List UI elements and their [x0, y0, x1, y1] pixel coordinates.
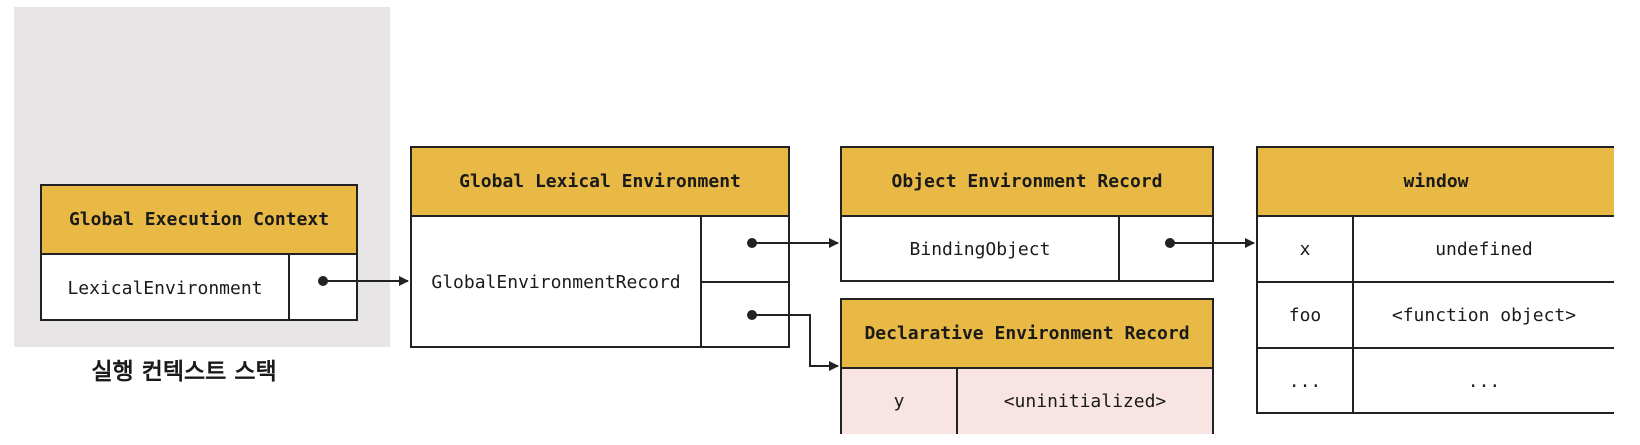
cell-divider — [1352, 217, 1354, 414]
window-key-ellipsis: ... — [1288, 370, 1322, 392]
row-divider — [1258, 347, 1614, 349]
window-title: window — [1258, 148, 1614, 217]
cell-divider — [288, 255, 290, 321]
global-lexical-environment: Global Lexical Environment GlobalEnviron… — [410, 146, 790, 348]
declarative-value-y: <uninitialized> — [1003, 391, 1167, 412]
window-key-x: x — [1299, 238, 1311, 260]
global-lexical-environment-title: Global Lexical Environment — [412, 148, 788, 217]
declarative-key-y: y — [893, 391, 905, 412]
window-value-x: undefined — [1435, 238, 1533, 260]
arrow-lexical-environment — [318, 276, 409, 286]
declarative-environment-record-title: Declarative Environment Record — [842, 300, 1212, 369]
declarative-environment-record: Declarative Environment Record y <uninit… — [840, 298, 1214, 434]
cell-divider — [702, 281, 788, 283]
global-execution-context: Global Execution Context LexicalEnvironm… — [40, 184, 358, 321]
window-value-foo: <function object> — [1391, 304, 1577, 326]
object-environment-record-title: Object Environment Record — [842, 148, 1212, 217]
lexical-environment-field: LexicalEnvironment — [67, 277, 263, 299]
window-key-foo: foo — [1288, 304, 1322, 326]
object-environment-record: Object Environment Record BindingObject — [840, 146, 1214, 282]
global-execution-context-title: Global Execution Context — [42, 186, 356, 255]
global-environment-record-field: GlobalEnvironmentRecord — [431, 272, 681, 293]
cell-divider — [1118, 217, 1120, 282]
arrow-binding-object — [1165, 238, 1255, 248]
window-value-ellipsis: ... — [1467, 370, 1501, 392]
arrow-declarative-record — [747, 310, 839, 371]
arrow-object-record — [747, 238, 839, 248]
execution-context-stack-label: 실행 컨텍스트 스택 — [91, 359, 277, 385]
row-divider — [1258, 281, 1614, 283]
table-row: y <uninitialized> — [842, 369, 1212, 434]
cell-divider — [956, 369, 958, 434]
window-object: window x undefined foo <function object>… — [1256, 146, 1614, 414]
cell-divider — [700, 217, 702, 348]
binding-object-field: BindingObject — [909, 239, 1051, 260]
